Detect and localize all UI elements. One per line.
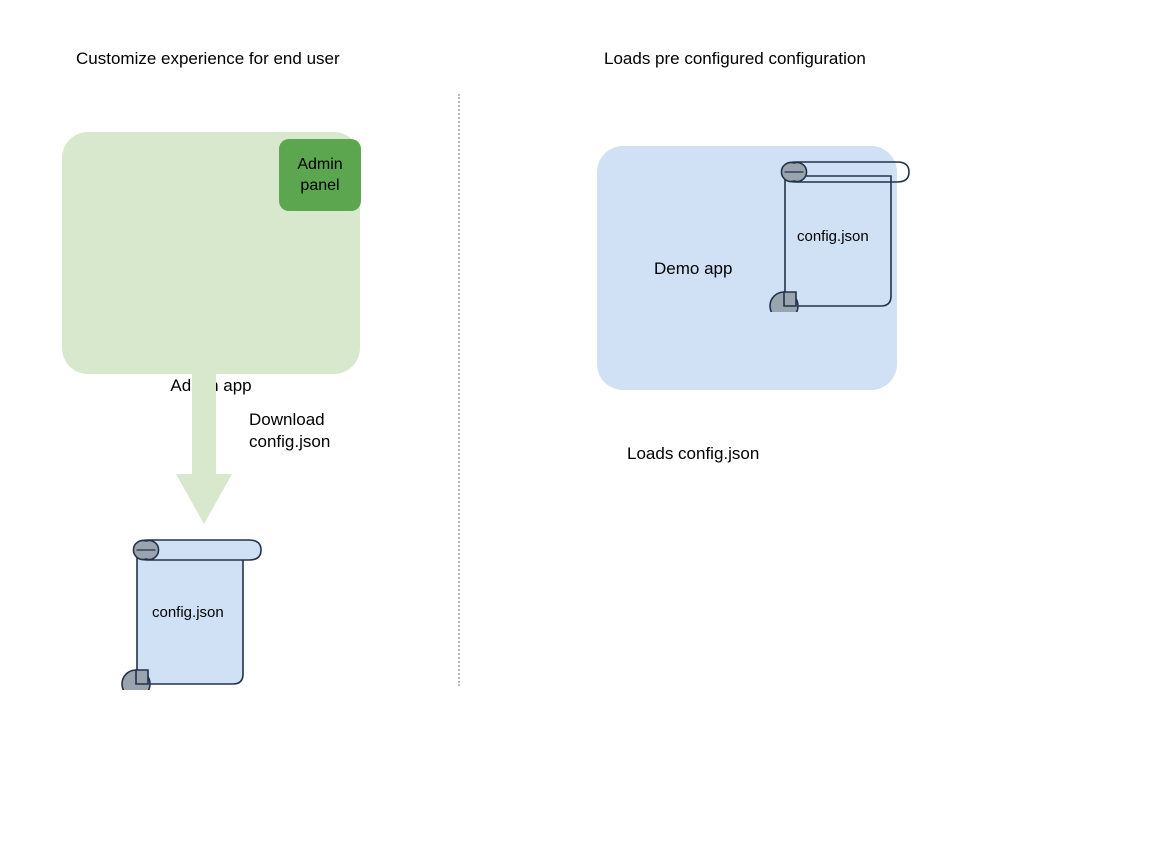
- download-arrow-label: Download config.json: [249, 409, 330, 453]
- download-arrow-label-line2: config.json: [249, 432, 331, 451]
- scroll-right-label: config.json: [797, 228, 869, 245]
- scroll-document-icon: config.json: [118, 528, 266, 699]
- arrow-down-icon: [176, 374, 232, 526]
- scroll-document-icon: config.json: [766, 150, 914, 321]
- demo-app-label: Demo app: [654, 259, 733, 278]
- demo-app-box: [597, 146, 897, 390]
- panel-divider: [458, 94, 460, 686]
- scroll-left-label: config.json: [152, 604, 224, 621]
- loads-config-caption: Loads config.json: [627, 444, 760, 463]
- admin-panel-label: Admin panel: [297, 156, 343, 194]
- panel-title-left: Customize experience for end user: [76, 49, 340, 68]
- panel-title-right: Loads pre configured configuration: [604, 49, 866, 68]
- download-arrow-label-line1: Download: [249, 410, 325, 429]
- admin-panel-badge[interactable]: Admin panel: [279, 139, 361, 211]
